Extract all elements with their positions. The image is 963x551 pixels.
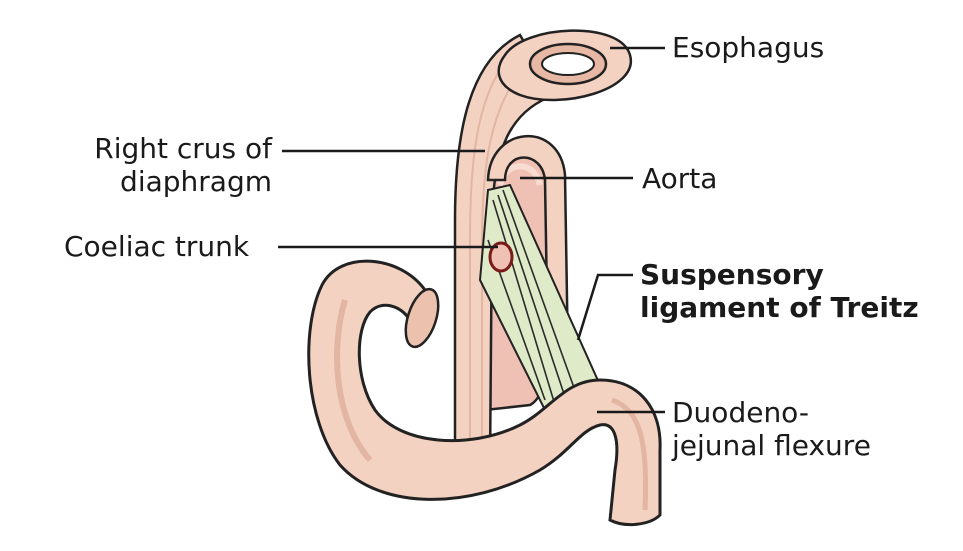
label-suspensory-line1: Suspensory <box>640 258 824 291</box>
label-right-crus: Right crus of diaphragm <box>72 132 272 198</box>
label-right-crus-line2: diaphragm <box>120 165 272 198</box>
label-aorta-text: Aorta <box>642 162 718 195</box>
jejunum-shade <box>611 397 649 511</box>
label-aorta: Aorta <box>642 162 717 195</box>
duodenum-shade <box>334 299 373 462</box>
label-suspensory-ligament: Suspensory ligament of Treitz <box>640 258 919 324</box>
ligament-fiber <box>492 199 556 406</box>
label-dj-flexure-line1: Duodeno- <box>672 396 809 429</box>
label-dj-flexure-line2: jejunal flexure <box>672 429 871 462</box>
label-esophagus: Esophagus <box>672 31 824 64</box>
esophagus-lumen <box>541 52 595 76</box>
label-dj-flexure: Duodeno- jejunal flexure <box>672 396 871 462</box>
ligament-fiber <box>502 189 578 397</box>
label-right-crus-line1: Right crus of <box>94 132 272 165</box>
label-coeliac-trunk-text: Coeliac trunk <box>64 230 250 263</box>
duodenum-opening <box>404 287 440 349</box>
label-coeliac-trunk: Coeliac trunk <box>64 230 249 263</box>
ligament-fiber <box>497 194 567 401</box>
label-esophagus-text: Esophagus <box>672 31 825 64</box>
label-suspensory-line2: ligament of Treitz <box>640 291 919 324</box>
right-crus-fiber <box>481 79 516 460</box>
coeliac-trunk-ring <box>488 241 514 273</box>
duodenum <box>307 259 662 527</box>
leader-suspensory <box>576 273 633 341</box>
